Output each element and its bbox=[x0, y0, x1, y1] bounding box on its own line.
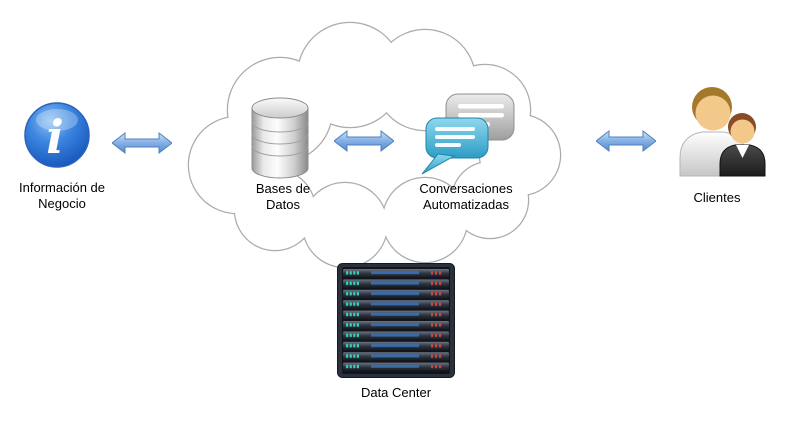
database-cylinder-icon bbox=[251, 97, 309, 179]
info-icon: i bbox=[24, 102, 90, 168]
double-arrow-database-conversations bbox=[334, 130, 394, 152]
double-arrow-conversations-clients bbox=[596, 130, 656, 152]
people-icon bbox=[679, 87, 766, 177]
node-label-bases-de-datos: Bases de Datos bbox=[255, 181, 311, 212]
node-label-data-center: Data Center bbox=[360, 385, 432, 400]
node-label-conversaciones-automatizadas: Conversaciones Automatizadas bbox=[419, 181, 513, 212]
node-label-informacion-negocio: Información de Negocio bbox=[19, 180, 105, 211]
double-arrow-info-database bbox=[112, 132, 172, 154]
server-rack-icon bbox=[337, 263, 455, 378]
chat-bubbles-icon bbox=[421, 93, 515, 175]
node-label-clientes: Clientes bbox=[693, 190, 741, 205]
svg-text:i: i bbox=[46, 110, 63, 164]
